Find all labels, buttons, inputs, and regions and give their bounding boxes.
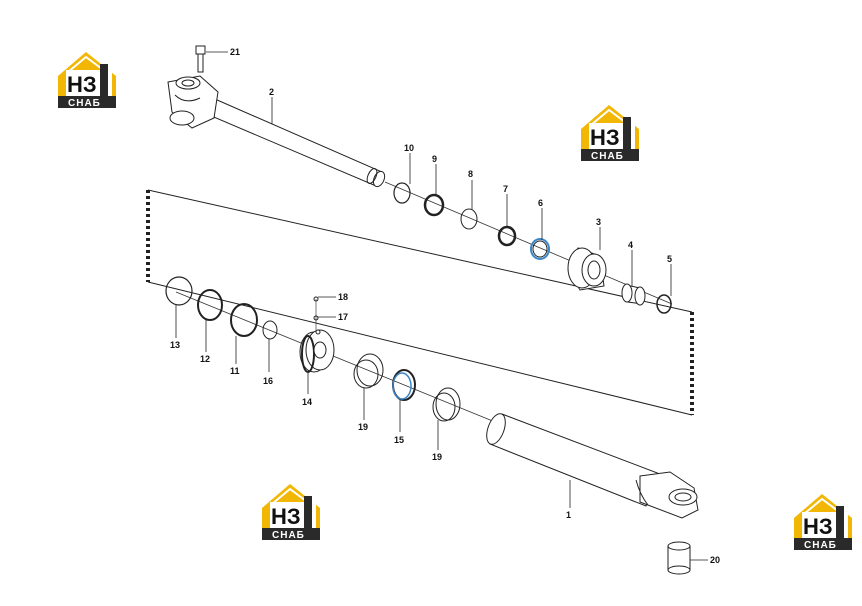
assembly-frame [146,189,694,416]
part-16-ring [262,320,278,340]
label-5: 5 [667,254,672,264]
label-16: 16 [263,376,273,386]
label-19a: 19 [358,422,368,432]
label-15: 15 [394,435,404,445]
label-12: 12 [200,354,210,364]
label-7: 7 [503,184,508,194]
logo-mark: НЗ [803,514,833,539]
part-11-ring [230,303,258,337]
logo-bottom-right: НЗ СНАБ [793,493,853,551]
upper-seals [393,182,550,260]
label-3: 3 [596,217,601,227]
part-19b-wear-ring [432,387,461,422]
part-6-ring [530,238,550,260]
logo-caption: СНАБ [591,151,624,162]
label-17: 17 [338,312,348,322]
label-20: 20 [710,555,720,565]
label-14: 14 [302,397,312,407]
logo-mark: НЗ [590,125,620,150]
part-9-ring [423,193,445,217]
part-8-ring [460,208,478,230]
part-2-piston-rod [167,45,386,188]
label-6: 6 [538,198,543,208]
part-10-ring [393,182,411,204]
lower-seals [165,276,278,340]
label-11: 11 [230,366,240,376]
logo-mark: НЗ [67,72,97,97]
label-1: 1 [566,510,571,520]
part-4-bushing [621,283,646,306]
part-15-seal [392,369,416,401]
part-19a-wear-ring [353,353,384,389]
part-20-bushing [667,541,691,575]
label-10: 10 [404,143,414,153]
part-1-cylinder-tube [486,413,699,519]
part-12-ring [197,289,223,321]
logo-bottom-center: НЗ СНАБ [261,483,321,541]
part-14-piston [299,299,335,373]
logo-mark: НЗ [271,504,301,529]
label-2: 2 [269,87,274,97]
label-13: 13 [170,340,180,350]
logo-top-right: НЗ СНАБ [580,104,640,162]
logo-caption: СНАБ [68,98,101,109]
part-13-ring [165,276,193,306]
logo-caption: СНАБ [272,530,305,541]
part-5-ring [656,294,672,314]
logo-caption: СНАБ [804,540,837,551]
logo-top-left: НЗ СНАБ [57,51,117,109]
part-labels: 21 2 10 9 8 7 6 3 4 5 18 17 13 12 11 16 … [170,47,720,565]
label-18: 18 [338,292,348,302]
label-4: 4 [628,240,633,250]
leader-lines [175,51,708,561]
part-3-gland [567,247,607,291]
label-21: 21 [230,47,240,57]
label-9: 9 [432,154,437,164]
axis-lines [175,181,673,425]
label-8: 8 [468,169,473,179]
label-19b: 19 [432,452,442,462]
